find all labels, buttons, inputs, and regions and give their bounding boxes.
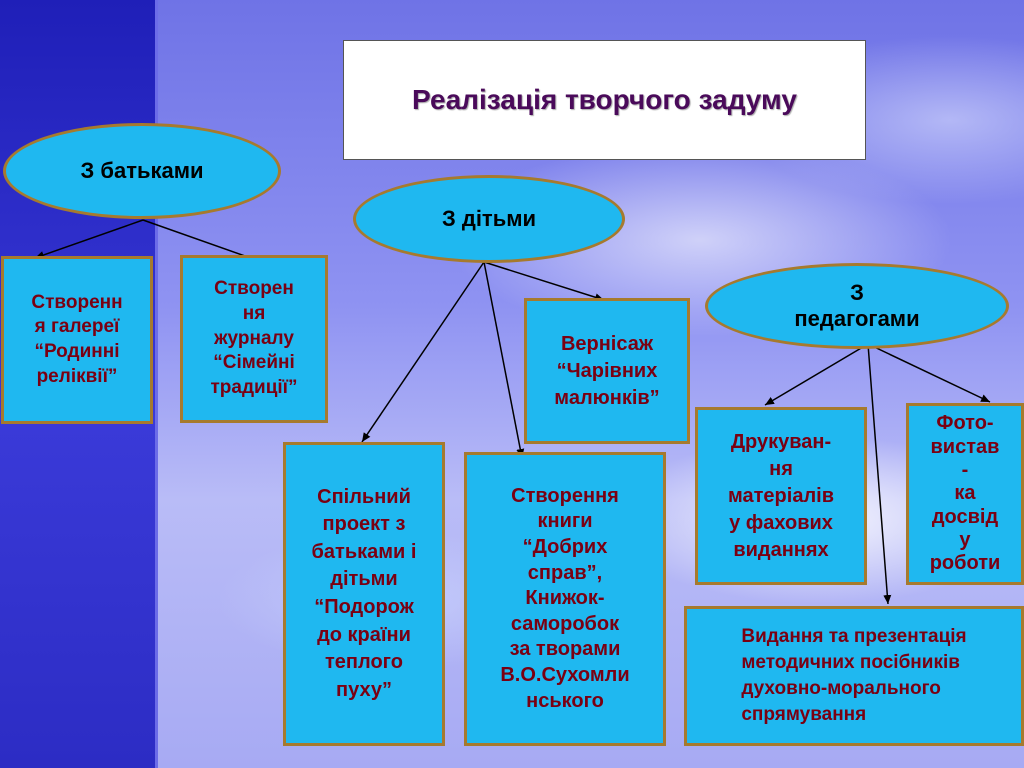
box-photo-exhibition-text: Фото- вистав - ка досвід у роботи xyxy=(929,412,1001,575)
box-journal: Створен ня журналу “Сімейні традиції” xyxy=(180,255,328,423)
box-gallery-text: Створенн я галереї “Родинні реліквії” xyxy=(31,291,123,387)
arrow-parents-gallery xyxy=(34,219,144,259)
box-joint-project: Спільний проект з батьками і дітьми “Под… xyxy=(283,442,445,746)
group-children-oval: З дітьми xyxy=(353,175,625,263)
arrow-children-joint-project xyxy=(361,261,485,443)
title-box: Реалізація творчого задуму xyxy=(343,40,866,160)
box-journal-text: Створен ня журналу “Сімейні традиції” xyxy=(210,278,298,399)
group-teachers-label: З педагогами xyxy=(794,279,920,331)
box-publication-text: Видання та презентація методичних посібн… xyxy=(741,625,967,726)
group-children-label: З дітьми xyxy=(441,205,537,231)
box-joint-project-text: Спільний проект з батьками і дітьми “Под… xyxy=(311,485,417,701)
group-parents-label: З батьками xyxy=(80,157,204,183)
box-publication: Видання та презентація методичних посібн… xyxy=(684,606,1024,746)
box-photo-exhibition: Фото- вистав - ка досвід у роботи xyxy=(906,403,1024,585)
box-vernissage: Вернісаж “Чарівних малюнків” xyxy=(524,298,690,444)
box-vernissage-text: Вернісаж “Чарівних малюнків” xyxy=(554,332,660,409)
arrow-teachers-publication xyxy=(867,343,892,605)
box-book-text: Створення книги “Добрих справ”, Книжок- … xyxy=(500,484,630,712)
group-parents-oval: З батьками xyxy=(3,123,281,219)
group-teachers-oval: З педагогами xyxy=(705,263,1009,349)
box-gallery: Створенн я галереї “Родинні реліквії” xyxy=(1,256,153,424)
box-printing-text: Друкуван- ня матеріалів у фахових виданн… xyxy=(727,430,835,561)
arrow-teachers-printing xyxy=(764,343,869,406)
box-printing: Друкуван- ня матеріалів у фахових виданн… xyxy=(695,407,867,585)
box-book: Створення книги “Добрих справ”, Книжок- … xyxy=(464,452,666,746)
arrow-children-vernissage xyxy=(483,261,605,302)
page-title: Реалізація творчого задуму xyxy=(412,84,797,115)
arrow-children-book xyxy=(483,261,525,459)
arrow-teachers-photo xyxy=(867,343,991,403)
